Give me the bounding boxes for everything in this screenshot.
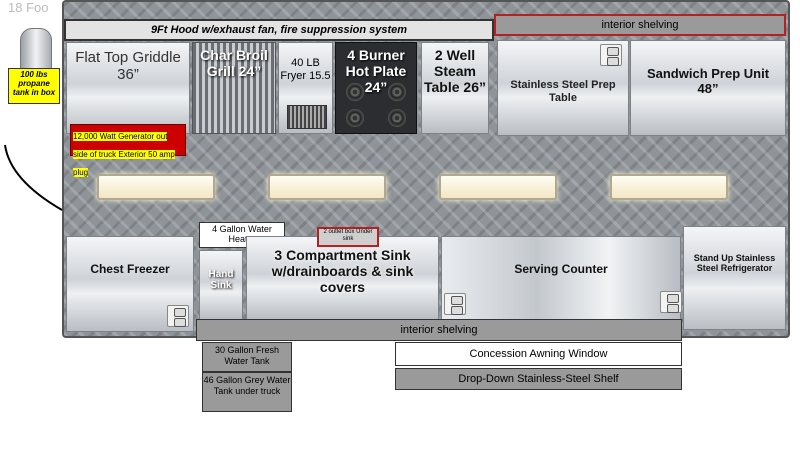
- fresh-water-tank-label: 30 Gallon Fresh Water Tank: [202, 342, 292, 372]
- ceiling-light-icon: [610, 174, 728, 200]
- hood-label: 9Ft Hood w/exhaust fan, fire suppression…: [64, 19, 494, 41]
- fryer: 40 LB Fryer 15.5: [278, 42, 333, 134]
- drop-down-shelf-label: Drop-Down Stainless-Steel Shelf: [395, 368, 682, 390]
- hotplate-label: 4 Burner Hot Plate 24”: [345, 47, 407, 95]
- interior-shelving-top: interior shelving: [494, 14, 786, 36]
- ceiling-light-icon: [97, 174, 215, 200]
- serving-counter-label: Serving Counter: [514, 262, 608, 276]
- outlet-icon: [444, 293, 466, 315]
- steam-table: 2 Well Steam Table 26”: [421, 42, 489, 134]
- prep-table-label: Stainless Steel Prep Table: [510, 79, 616, 104]
- burner-icon: [346, 83, 364, 101]
- burner-icon: [388, 109, 406, 127]
- grey-water-tank-label: 46 Gallon Grey Water Tank under truck: [202, 372, 292, 412]
- fryer-label: 40 LB Fryer 15.5: [280, 57, 331, 82]
- door-arc: [4, 144, 63, 211]
- griddle-label: Flat Top Griddle 36”: [75, 49, 181, 84]
- outlet-icon: [600, 44, 622, 66]
- sandwich-prep-unit: Sandwich Prep Unit 48”: [630, 40, 786, 136]
- ceiling-light-icon: [439, 174, 557, 200]
- charbroil-label: Char Broil Grill 24”: [200, 47, 268, 79]
- refrigerator-label: Stand Up Stainless Steel Refrigerator: [693, 253, 776, 274]
- char-broil-grill: Char Broil Grill 24”: [192, 42, 276, 134]
- serving-counter: Serving Counter: [441, 236, 682, 320]
- stand-up-refrigerator: Stand Up Stainless Steel Refrigerator: [683, 226, 786, 330]
- generator-label: 12,000 Watt Generator out side of truck …: [70, 124, 186, 177]
- outlet-icon: [660, 291, 682, 313]
- flat-top-griddle: Flat Top Griddle 36”: [66, 42, 190, 134]
- compartment-sink-label: 3 Compartment Sink w/drainboards & sink …: [271, 247, 414, 296]
- three-compartment-sink: 3 Compartment Sink w/drainboards & sink …: [246, 236, 439, 320]
- chest-freezer: Chest Freezer: [66, 236, 194, 332]
- propane-label: 100 lbs propane tank in box: [8, 68, 60, 104]
- interior-shelving-bottom: interior shelving: [196, 319, 682, 341]
- ceiling-light-icon: [268, 174, 386, 200]
- hand-sink-label: Hand Sink: [208, 269, 234, 291]
- hand-sink: Hand Sink: [199, 250, 243, 320]
- chest-freezer-label: Chest Freezer: [90, 262, 170, 276]
- outlet-box-label: 2 outlet box Under sink: [317, 227, 379, 247]
- steam-table-label: 2 Well Steam Table 26”: [424, 47, 486, 96]
- concession-awning-window-label: Concession Awning Window: [395, 342, 682, 366]
- sandwich-prep-label: Sandwich Prep Unit 48”: [646, 66, 770, 96]
- burner-icon: [346, 109, 364, 127]
- corner-title-fragment: 18 Foo: [8, 0, 49, 15]
- four-burner-hot-plate: 4 Burner Hot Plate 24”: [335, 42, 417, 134]
- outlet-icon: [167, 305, 189, 327]
- burner-icon: [388, 83, 406, 101]
- stainless-steel-prep-table: Stainless Steel Prep Table: [497, 40, 629, 136]
